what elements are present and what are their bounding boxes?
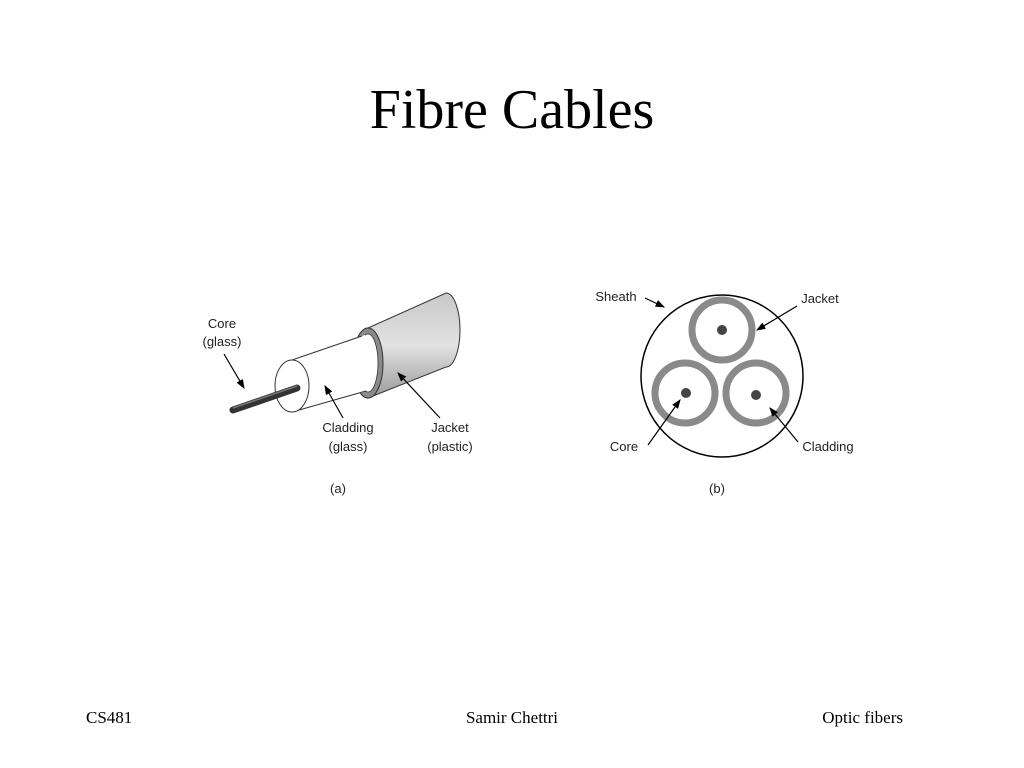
core-label-b: Core — [610, 439, 638, 454]
jacket-label-b: Jacket — [801, 291, 839, 306]
footer-topic: Optic fibers — [822, 708, 903, 727]
caption-a: (a) — [330, 481, 346, 496]
cladding-label: Cladding — [322, 420, 373, 435]
sheath-label: Sheath — [595, 289, 636, 304]
fibre-bottom-right — [722, 359, 790, 427]
cladding-label-b: Cladding — [802, 439, 853, 454]
slide-title: Fibre Cables — [369, 79, 655, 141]
footer-author: Samir Chettri — [465, 708, 559, 727]
jacket-cylinder — [367, 292, 461, 399]
jacket-arrow — [397, 372, 441, 419]
core-rod — [229, 384, 301, 414]
fibre-bottom-left — [651, 359, 719, 427]
jacket-material-label: (plastic) — [427, 439, 473, 454]
core-arrow — [223, 353, 245, 390]
footer-course: CS481 — [86, 708, 133, 727]
core-material-label: (glass) — [202, 334, 241, 349]
cladding-arrow — [324, 384, 344, 419]
cladding-material-label: (glass) — [328, 439, 367, 454]
jacket-label: Jacket — [431, 420, 469, 435]
single-fibre-illustration: Core (glass) Cladding (glass) Jacket (pl… — [202, 292, 473, 496]
cladding-front — [274, 359, 310, 413]
fibre-top — [688, 296, 756, 364]
cable-cross-section: Sheath Jacket Core Cladding (b) — [595, 289, 853, 496]
core-label: Core — [208, 316, 236, 331]
caption-b: (b) — [709, 481, 725, 496]
